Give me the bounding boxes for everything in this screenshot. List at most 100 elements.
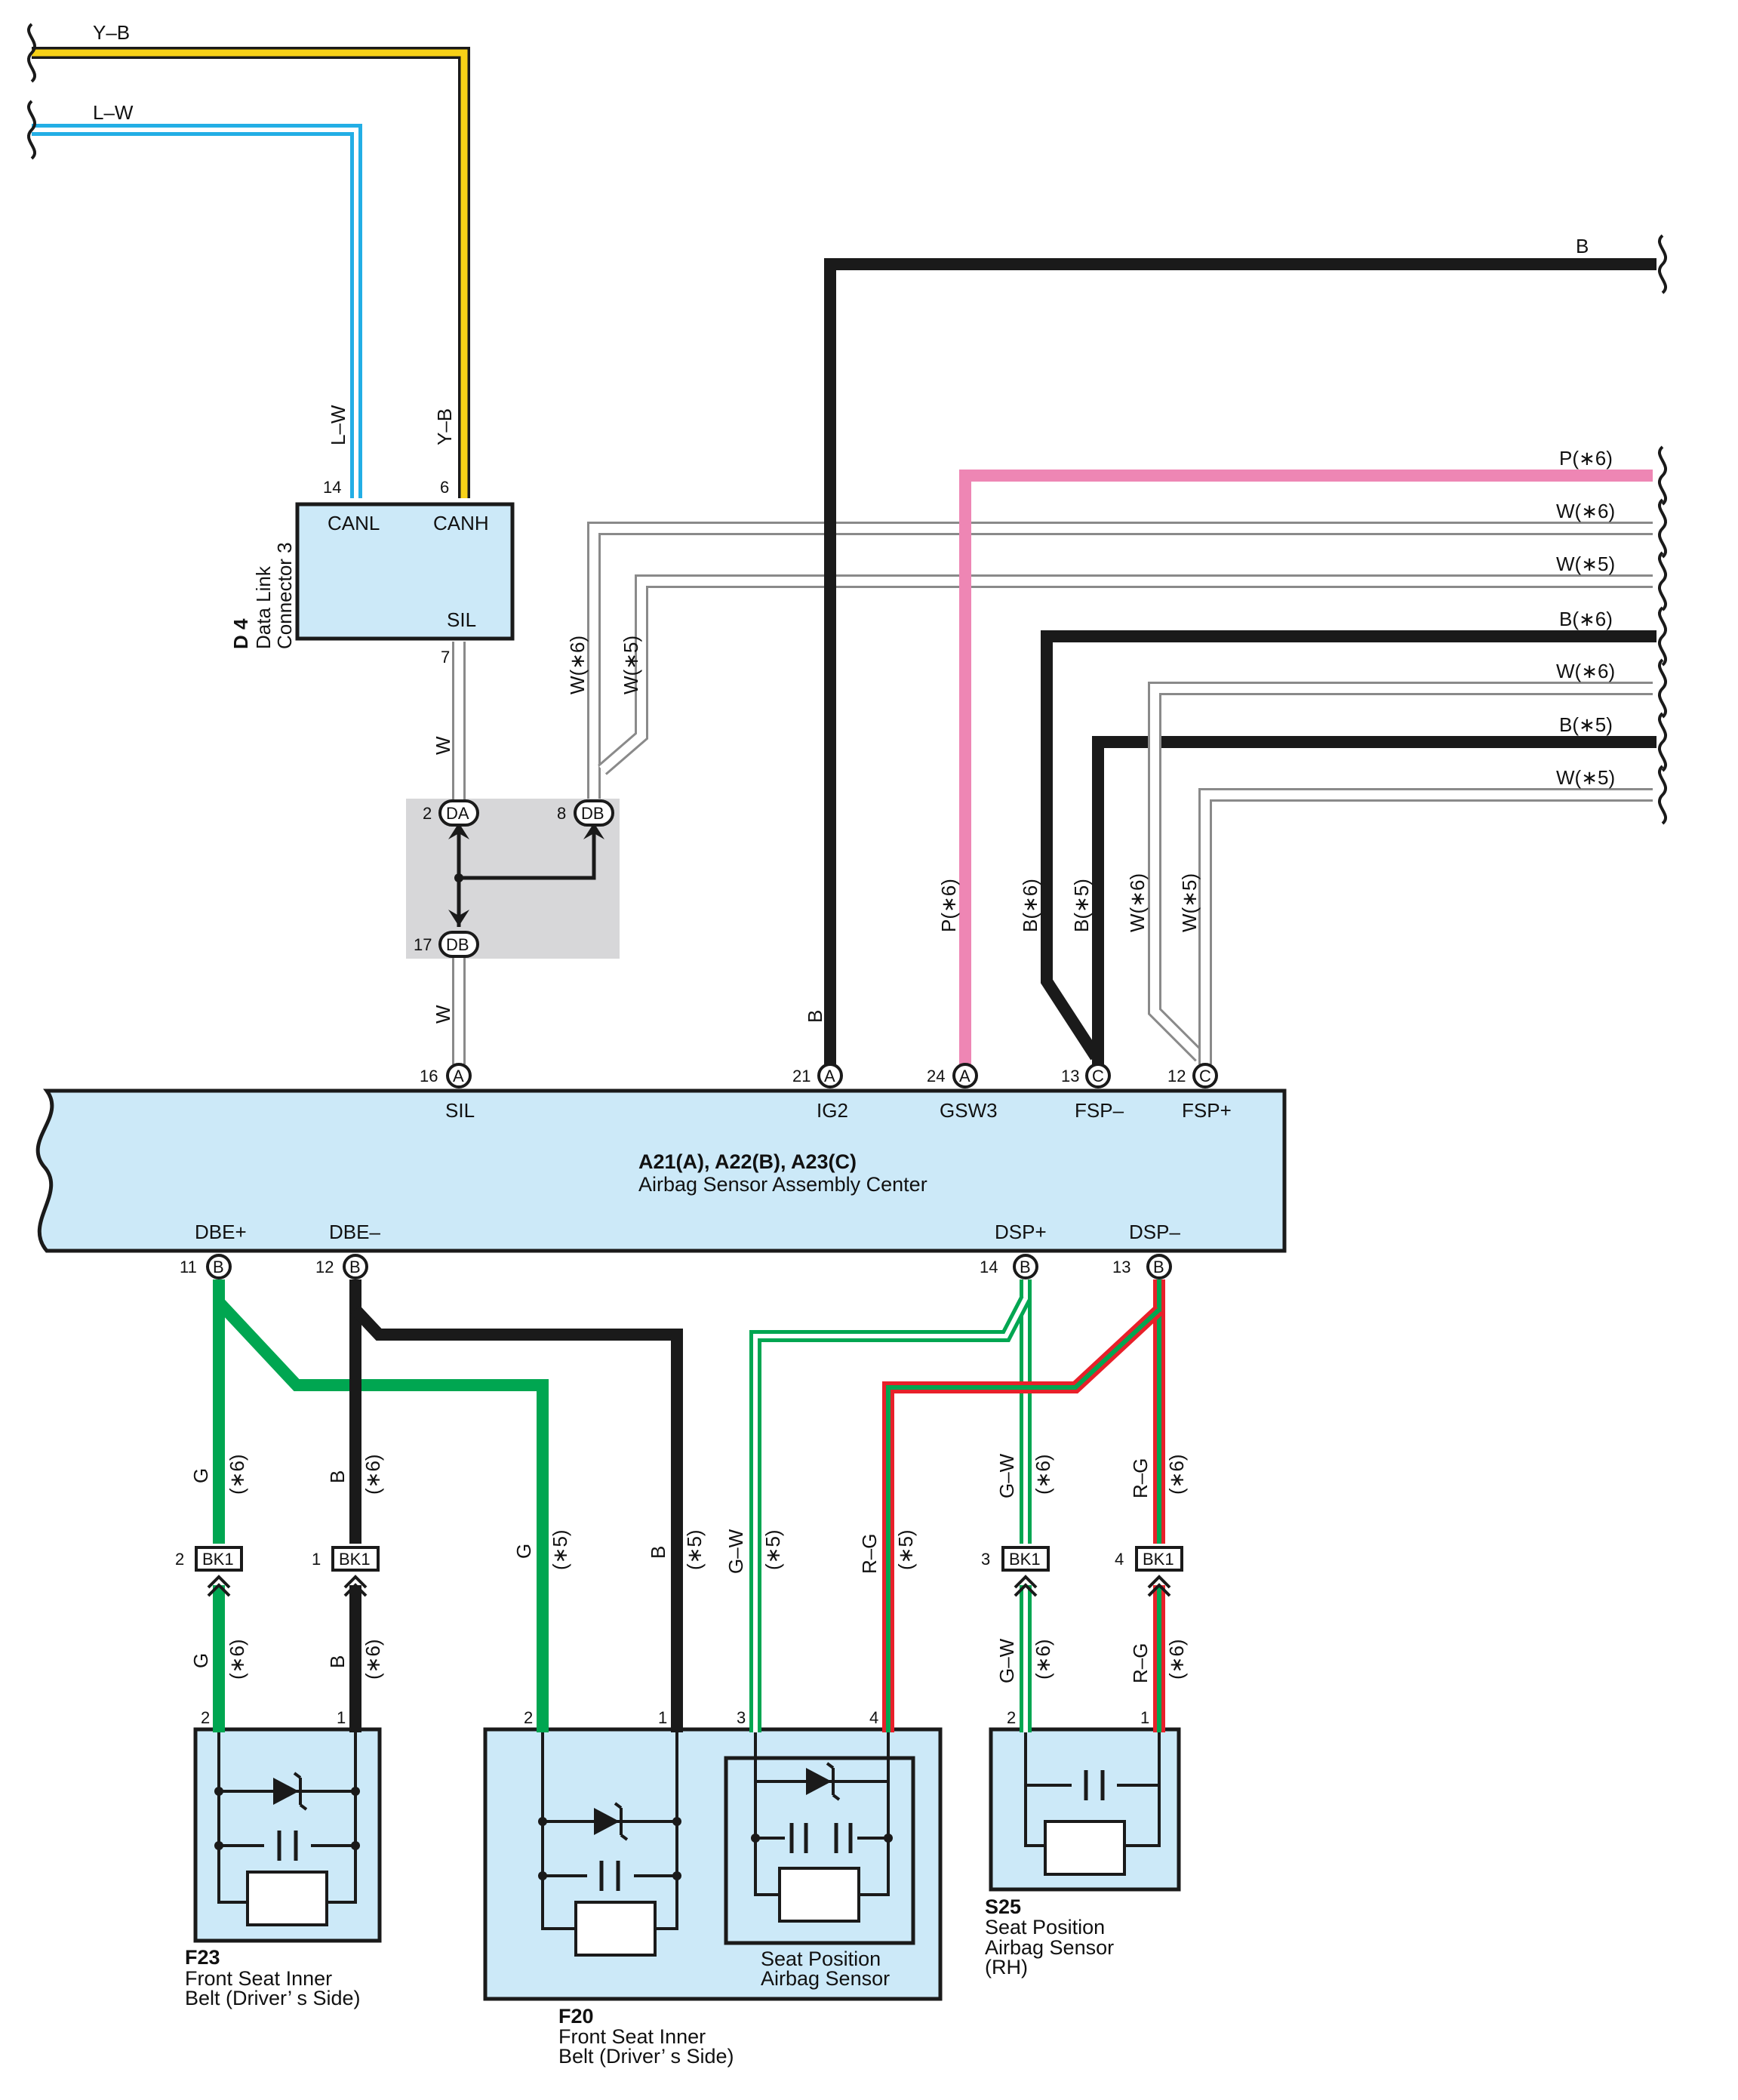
ecu-top-num-2: 24 (927, 1067, 945, 1085)
ecu-bot-conn-0: B (213, 1258, 224, 1276)
label-rg2n: (∗6) (1165, 1454, 1188, 1495)
dlc-name-2: Connector 3 (273, 542, 296, 649)
ecu-top-num-3: 13 (1061, 1067, 1079, 1085)
label-right-w6a: W(∗6) (1556, 500, 1615, 522)
label-v-w5: W(∗5) (1178, 873, 1201, 932)
bk1-label-3: BK1 (1143, 1550, 1174, 1569)
label-yb-top: Y–B (93, 21, 130, 44)
ecu-top-name-2: GSW3 (940, 1099, 998, 1122)
label-g1: G (189, 1468, 212, 1483)
s25-pin-a: 2 (1007, 1708, 1016, 1727)
s25-line2: Airbag Sensor (985, 1936, 1114, 1959)
ecu-top-num-0: 16 (420, 1067, 438, 1085)
ecu-top-conn-3: C (1092, 1067, 1104, 1085)
wire-b5 (1092, 736, 1656, 1064)
f23-nodes (214, 1787, 360, 1850)
label-lw-top: L–W (93, 101, 134, 124)
label-right-b5: B(∗5) (1559, 713, 1613, 736)
f20-sensor-diode-icon (785, 1762, 857, 1853)
wire-w5-fsp (1198, 788, 1653, 1064)
wire-b-ig2 (824, 258, 1656, 1064)
ecu-top-conn-1: A (824, 1067, 835, 1085)
label-rg3n: (∗6) (1165, 1639, 1188, 1680)
ecu-top-num-1: 21 (792, 1067, 811, 1085)
bk1-label-1: BK1 (339, 1550, 371, 1569)
ecu-bot-name-3: DSP– (1129, 1221, 1180, 1243)
label-lw-vert: L–W (327, 405, 349, 445)
label-v-w6: W(∗6) (1126, 873, 1149, 932)
ecu-bot-conn-1: B (349, 1258, 361, 1276)
f23-diode-icon (264, 1772, 311, 1861)
dlc-canh: CANH (433, 512, 489, 534)
dlc-box (295, 502, 515, 641)
label-w5-left: W(∗5) (620, 636, 642, 694)
f20-inner2: Airbag Sensor (761, 1967, 890, 1990)
bk1-label-2: BK1 (1009, 1550, 1041, 1569)
s25-pin-b: 1 (1140, 1708, 1149, 1727)
label-gw2n: (∗6) (1032, 1454, 1054, 1495)
junction-db-bottom: DB (446, 935, 469, 954)
s25-capacitor-icon (1072, 1770, 1117, 1800)
f20-pin-d: 4 (869, 1708, 878, 1727)
label-gw2: G–W (995, 1453, 1018, 1498)
f20-sensor-nodes (751, 1834, 893, 1843)
ecu-bot-num-3: 13 (1112, 1258, 1130, 1276)
label-rg3: R–G (1129, 1643, 1152, 1683)
label-b-top: B (1576, 235, 1589, 257)
junction-pin-da: 2 (423, 804, 432, 823)
ecu-top-conn-4: C (1199, 1067, 1211, 1085)
label-b1n: (∗6) (361, 1454, 384, 1495)
ecu-bot-conn-2: B (1020, 1258, 1031, 1276)
lower-wire-labels: G (∗6) B (∗6) G (∗5) B (∗5) G–W (∗5) R–G… (189, 1453, 1188, 1683)
f20-inner1: Seat Position (761, 1948, 881, 1970)
component-pin-numbers: 2 1 2 1 3 4 2 1 (201, 1708, 1149, 1727)
label-right-w5b: W(∗5) (1556, 766, 1615, 789)
ecu-bottom-terminals (206, 1254, 1172, 1279)
ecu-top-num-4: 12 (1167, 1067, 1186, 1085)
label-b1: B (326, 1470, 349, 1483)
bk1-pin-1: 1 (312, 1550, 321, 1569)
f23-internal (217, 1732, 357, 1926)
ecu-top-name-0: SIL (445, 1099, 475, 1122)
ecu-top-name-1: IG2 (817, 1099, 848, 1122)
junction-pin-db-bottom: 17 (414, 935, 432, 954)
bk1-pin-3: 4 (1115, 1550, 1124, 1569)
wire-w6-fsp (1148, 682, 1653, 1062)
label-rg1: R–G (858, 1534, 881, 1574)
f20-pin-c: 3 (737, 1708, 746, 1727)
label-gw1n: (∗5) (761, 1529, 784, 1570)
junction-pin-db-top: 8 (557, 804, 566, 823)
junction-arrows (448, 823, 604, 926)
f20-code: F20 (558, 2005, 594, 2028)
f23-line1: Front Seat Inner (185, 1967, 332, 1990)
dlc-name-1: Data Link (252, 565, 275, 649)
dlc-pin-canl: 14 (323, 478, 341, 497)
label-b-ig2: B (804, 1010, 826, 1023)
ecu-bot-num-1: 12 (315, 1258, 334, 1276)
dlc-pin-sil: 7 (441, 648, 450, 667)
f20-nodes (538, 1817, 681, 1880)
s25-line1: Seat Position (985, 1916, 1105, 1938)
ecu-title: A21(A), A22(B), A23(C) (638, 1150, 857, 1173)
ecu-subtitle: Airbag Sensor Assembly Center (638, 1173, 927, 1196)
s25-code: S25 (985, 1895, 1021, 1918)
bk1-pin-0: 2 (175, 1550, 184, 1569)
junction-da: DA (446, 804, 469, 823)
ecu-top-terminal-labels: 16 A SIL 21 A IG2 24 A GSW3 13 C FSP– 12… (420, 1067, 1232, 1122)
label-right-w5a: W(∗5) (1556, 553, 1615, 575)
wire-breaks (26, 23, 1668, 825)
label-right-b6: B(∗6) (1559, 608, 1613, 630)
label-g3n: (∗6) (226, 1639, 248, 1680)
label-gw3n: (∗6) (1032, 1639, 1054, 1680)
f20-pin-b: 1 (658, 1708, 667, 1727)
ecu-top-terminals (446, 1063, 1218, 1088)
wire-gw-f20 (749, 1295, 1032, 1732)
label-rg1n: (∗5) (894, 1529, 917, 1570)
label-w-lower: W (432, 1005, 454, 1024)
bk1-connectors (195, 1546, 1183, 1597)
dlc-pin-canh: 6 (440, 478, 449, 497)
f20-pin-a: 2 (524, 1708, 533, 1727)
wire-g-f20 (214, 1298, 549, 1732)
f23-code: F23 (185, 1946, 220, 1969)
